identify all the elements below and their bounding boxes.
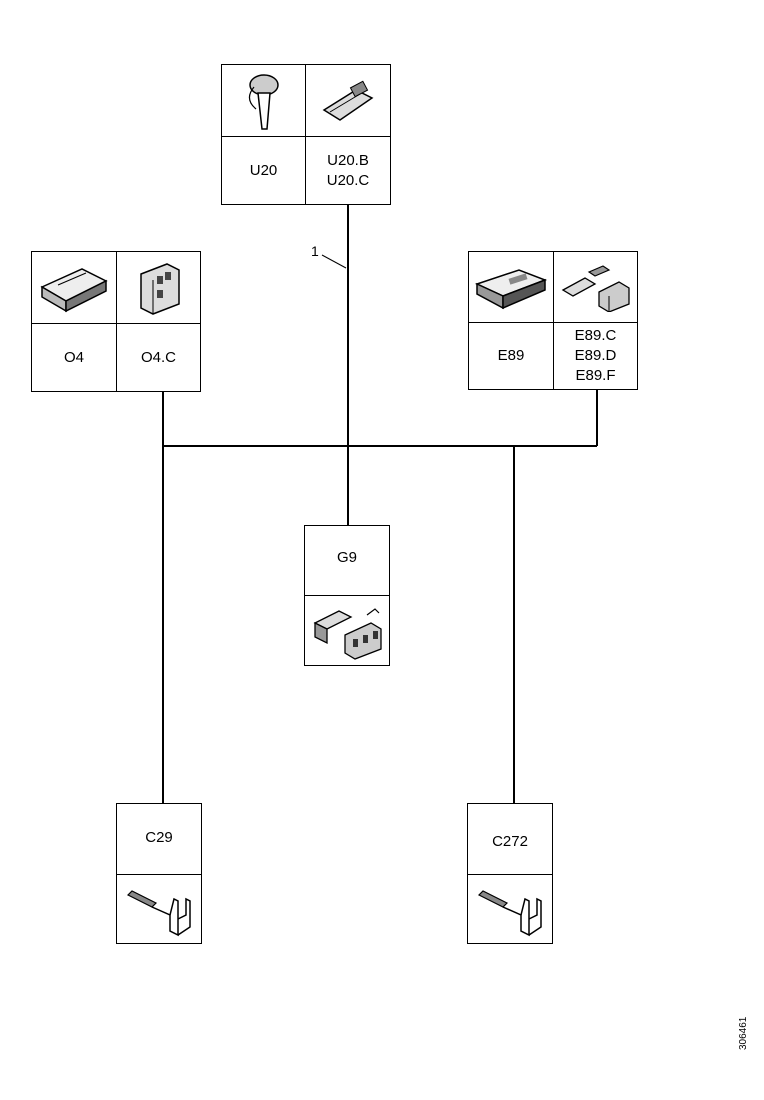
- wire-label-leader: [321, 254, 347, 269]
- key-fob-antenna-icon: [222, 65, 305, 136]
- connector-label: E89.D: [574, 347, 617, 364]
- c29-label: C29: [145, 829, 173, 846]
- connector-label: E89.C: [574, 327, 617, 344]
- u20-connectors: U20.B U20.C: [306, 137, 390, 204]
- component-c272[interactable]: C272: [467, 803, 553, 944]
- multi-pin-connector-icon: [117, 252, 200, 323]
- control-module-icon: [469, 252, 553, 322]
- connector-label: U20.C: [326, 171, 370, 189]
- terminal-pin-icon: [117, 875, 201, 943]
- connector-set-icon: [554, 252, 637, 322]
- e89-label: E89: [497, 347, 525, 364]
- connector-plug-icon: [306, 65, 390, 136]
- control-unit-icon: [32, 252, 116, 323]
- component-u20[interactable]: U20 U20.B U20.C: [221, 64, 391, 205]
- wire-label: 1: [311, 243, 319, 259]
- component-e89[interactable]: E89 E89.C E89.D E89.F: [468, 251, 638, 390]
- document-id: 306461: [738, 1016, 749, 1050]
- u20-label: U20: [249, 161, 278, 179]
- component-g9[interactable]: G9: [304, 525, 390, 666]
- connector-label: E89.F: [575, 367, 616, 384]
- component-c29[interactable]: C29: [116, 803, 202, 944]
- e89-connectors: E89.C E89.D E89.F: [554, 323, 637, 389]
- splice-connector-icon: [305, 596, 389, 665]
- o4-connector-label: O4.C: [140, 348, 176, 366]
- o4-label: O4: [63, 348, 84, 366]
- terminal-pin-icon: [468, 875, 552, 943]
- component-o4[interactable]: O4 O4.C: [31, 251, 201, 392]
- connector-label: U20.B: [327, 151, 369, 169]
- c272-label: C272: [492, 833, 528, 850]
- g9-label: G9: [336, 549, 357, 566]
